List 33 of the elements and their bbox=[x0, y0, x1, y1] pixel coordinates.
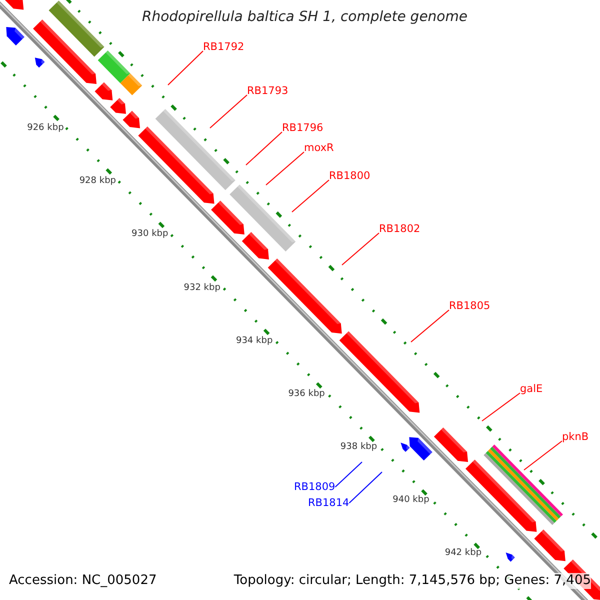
position-label: 934 kbp bbox=[236, 336, 273, 347]
gene-label: RB1792 bbox=[203, 41, 244, 53]
gene-label: RB1805 bbox=[449, 300, 490, 312]
position-label: 942 kbp bbox=[444, 548, 482, 560]
position-label: 926 kbp bbox=[27, 123, 64, 134]
leader-line bbox=[292, 180, 330, 212]
gene-label: RB1809 bbox=[294, 481, 336, 493]
gene-label: RB1796 bbox=[282, 122, 324, 134]
map-title: Rhodopirellula baltica SH 1, complete genome bbox=[142, 9, 468, 25]
leader-line bbox=[246, 132, 282, 166]
position-label: 932 kbp bbox=[184, 282, 220, 294]
leader-line bbox=[410, 310, 450, 342]
leader-line bbox=[210, 94, 248, 128]
gene-label: galE bbox=[520, 383, 543, 395]
position-label: 938 kbp bbox=[340, 442, 378, 453]
position-label: 940 kbp bbox=[392, 495, 430, 506]
leader-line bbox=[266, 152, 304, 186]
position-label: 928 kbp bbox=[79, 176, 116, 188]
gene-label: moxR bbox=[304, 142, 334, 154]
leader-line bbox=[334, 462, 362, 488]
gene-label: RB1800 bbox=[329, 170, 370, 182]
leader-line bbox=[342, 232, 380, 266]
leader-line bbox=[168, 50, 204, 86]
gene-label: RB1793 bbox=[247, 85, 288, 97]
leader-line bbox=[482, 392, 520, 422]
gene-label: RB1814 bbox=[308, 497, 350, 509]
gene-label: pknB bbox=[562, 431, 589, 443]
leader-line bbox=[524, 440, 562, 470]
gene-label: RB1802 bbox=[379, 223, 420, 235]
leader-line bbox=[348, 472, 382, 504]
map-info-text: Accession: NC_005027 bbox=[9, 573, 157, 589]
position-label: 936 kbp bbox=[288, 388, 325, 400]
position-label: 930 kbp bbox=[132, 229, 168, 240]
